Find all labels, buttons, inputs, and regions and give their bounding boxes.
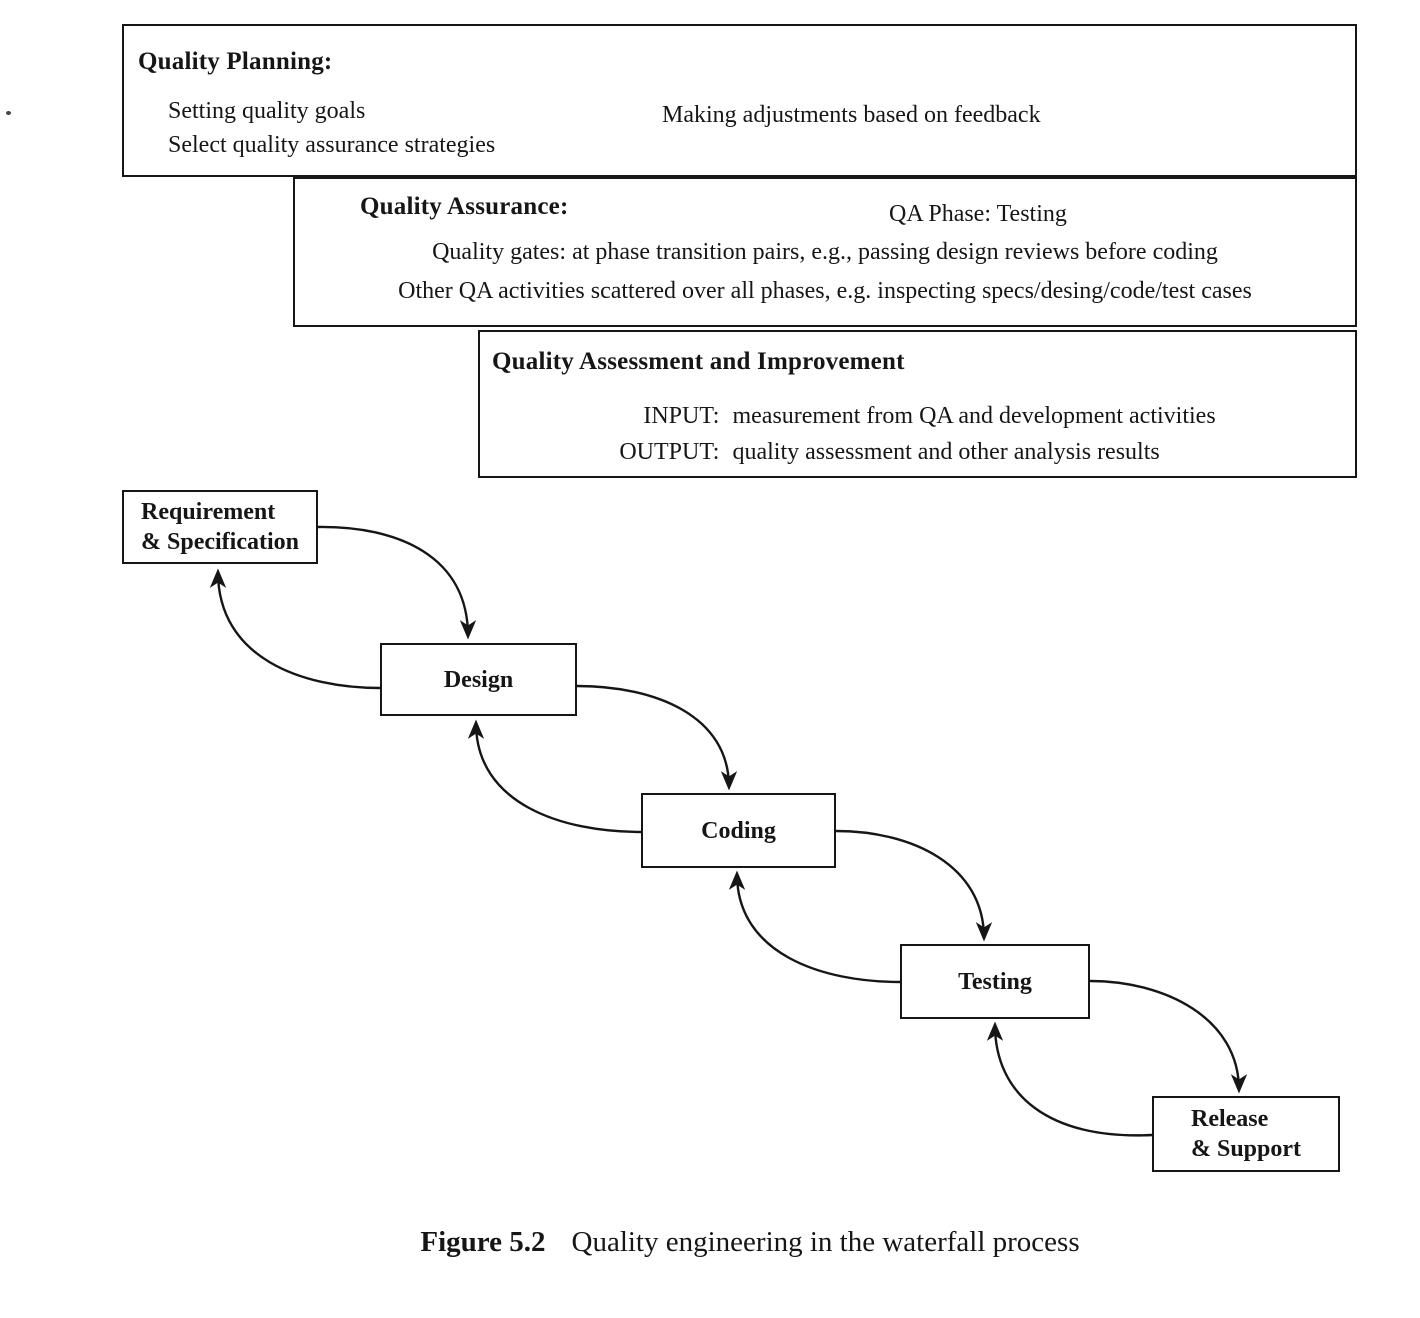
phase-box-testing: Testing: [900, 944, 1090, 1019]
arrow-coding-to-testing: [834, 829, 993, 942]
phase-box-release-support: Release & Support: [1152, 1096, 1340, 1172]
arrow-testing-to-release: [1088, 979, 1248, 1094]
phase-line: Testing: [958, 968, 1032, 995]
panel-quality-planning: Quality Planning: Setting quality goals …: [122, 24, 1357, 177]
assessment-output-text: quality assessment and other analysis re…: [732, 439, 1160, 465]
phase-label: Testing: [958, 967, 1032, 997]
scan-artifact-dot: [6, 111, 11, 115]
arrow-design-to-coding: [575, 684, 738, 791]
assessment-io-list: INPUT: measurement from QA and developme…: [480, 398, 1355, 470]
phase-box-design: Design: [380, 643, 577, 716]
phase-line: Requirement: [141, 499, 276, 525]
planning-line-goals: Setting quality goals: [168, 98, 366, 124]
assurance-line-quality-gates: Quality gates: at phase transition pairs…: [432, 239, 1218, 265]
assessment-input-label: INPUT:: [643, 403, 720, 429]
phase-line: & Specification: [141, 529, 299, 555]
assessment-input-text: measurement from QA and development acti…: [732, 403, 1216, 429]
figure-caption-number: Figure 5.2: [420, 1226, 546, 1258]
phase-line: Coding: [701, 817, 776, 844]
planning-line-strategies: Select quality assurance strategies: [168, 132, 496, 158]
planning-line-adjustments: Making adjustments based on feedback: [662, 102, 1041, 128]
phase-line: Release: [1190, 1106, 1269, 1132]
phase-label: Release & Support: [1191, 1104, 1301, 1164]
phase-box-requirement-specification: Requirement & Specification: [122, 490, 318, 564]
figure-caption: Figure 5.2 Quality engineering in the wat…: [80, 1226, 1420, 1259]
panel-quality-assurance-title: Quality Assurance:: [360, 193, 569, 220]
panel-quality-planning-lines: Setting quality goals Select quality ass…: [168, 94, 495, 162]
arrow-release-to-testing: [986, 1021, 1154, 1137]
arrow-coding-to-design: [467, 719, 643, 834]
phase-label: Design: [444, 665, 513, 695]
panel-quality-assessment: Quality Assessment and Improvement INPUT…: [478, 330, 1357, 478]
arrow-design-to-requirement: [209, 568, 382, 690]
panel-quality-assessment-title: Quality Assessment and Improvement: [492, 348, 905, 375]
panel-quality-assurance: Quality Assurance: QA Phase: Testing Qua…: [293, 177, 1357, 327]
assurance-qa-phase-note: QA Phase: Testing: [889, 201, 1067, 227]
arrow-testing-to-coding: [728, 870, 902, 984]
figure-caption-text: Quality engineering in the waterfall pro…: [571, 1226, 1080, 1258]
arrow-requirement-to-design: [316, 525, 477, 640]
assessment-output-label: OUTPUT:: [619, 439, 720, 465]
assurance-line-other-activities: Other QA activities scattered over all p…: [398, 278, 1252, 304]
phase-line: Design: [443, 666, 514, 693]
phase-label: Requirement & Specification: [141, 497, 299, 557]
phase-label: Coding: [701, 816, 776, 846]
phase-line: & Support: [1190, 1136, 1302, 1162]
phase-box-coding: Coding: [641, 793, 836, 868]
panel-quality-planning-title: Quality Planning:: [138, 48, 333, 75]
